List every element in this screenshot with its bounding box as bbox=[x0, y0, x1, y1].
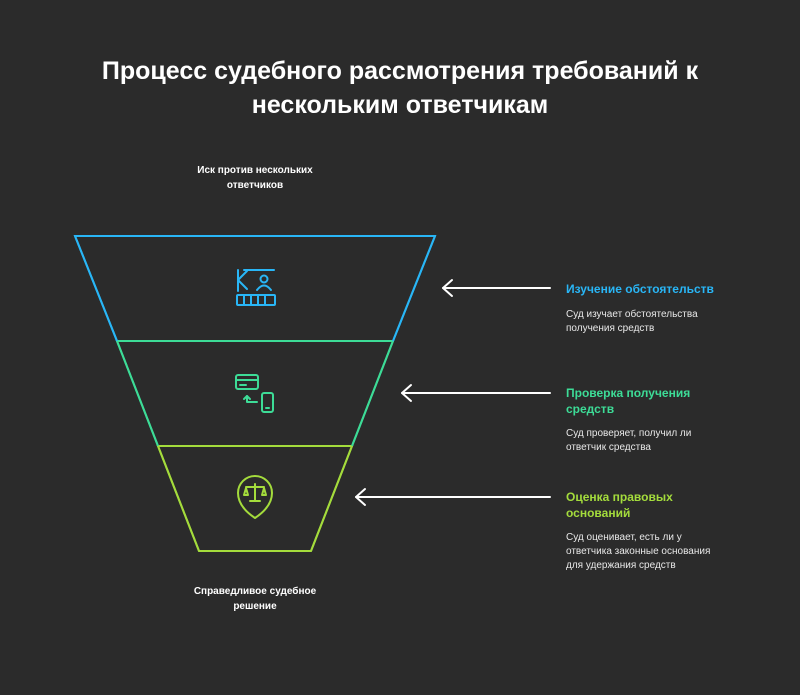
page-title: Процесс судебного рассмотрения требовани… bbox=[101, 57, 699, 119]
stage-3-title: Оценка правовых оснований bbox=[566, 490, 673, 520]
funnel-output-label: Справедливое судебное решение bbox=[193, 586, 317, 612]
funnel-stage-1 bbox=[73, 235, 437, 342]
stage-1-description: Суд изучает обстоятельства получения сре… bbox=[566, 309, 698, 334]
funnel-input-label: Иск против нескольких ответчиков bbox=[197, 165, 313, 191]
card-transfer-phone-icon bbox=[235, 374, 274, 413]
court-building-person-icon bbox=[236, 269, 276, 306]
stage-3-description: Суд оценивает, есть ли у ответчика закон… bbox=[566, 532, 711, 571]
scales-pin-icon bbox=[237, 475, 273, 519]
arrow-stage-2 bbox=[401, 384, 551, 402]
stage-2-title: Проверка получения средств bbox=[566, 386, 691, 416]
arrow-stage-1 bbox=[442, 279, 551, 297]
funnel-stage-2 bbox=[115, 340, 395, 447]
stage-1-title: Изучение обстоятельств bbox=[566, 282, 714, 296]
arrow-stage-3 bbox=[355, 488, 551, 506]
stage-2-description: Суд проверяет, получил ли ответчик средс… bbox=[566, 428, 692, 453]
